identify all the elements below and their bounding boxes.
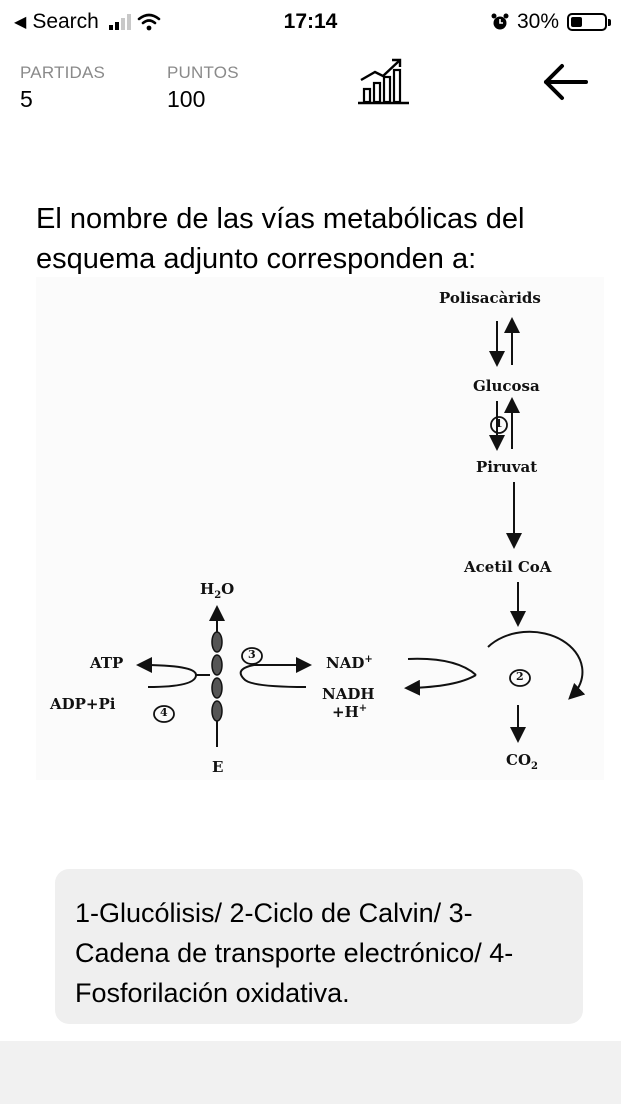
status-right: 30% [491, 10, 611, 34]
battery-percent: 30% [516, 10, 559, 33]
back-app-label[interactable]: Search [32, 10, 99, 33]
label-glucosa: Glucosa [473, 377, 540, 395]
partidas-label: PARTIDAS [20, 63, 106, 82]
label-nadh-h: +H+ [332, 703, 367, 721]
nadh-h-superscript: + [358, 703, 368, 714]
diagram-arrows [136, 317, 586, 747]
label-h2o: H2O [200, 580, 234, 601]
label-adp-pi: ADP+Pi [50, 695, 116, 713]
step-4-marker: 4 [160, 706, 168, 719]
back-triangle-icon[interactable]: ◀ [14, 14, 27, 31]
wifi-icon [137, 13, 161, 31]
step-2-marker: 2 [516, 670, 524, 683]
bar-chart-rising-icon[interactable] [355, 56, 411, 106]
arrow-left-icon[interactable] [540, 60, 590, 104]
status-bar: ◀ Search 17:14 30% [0, 0, 621, 46]
cellular-signal-icon [108, 14, 131, 30]
nad-superscript: + [364, 654, 373, 665]
label-nadh: NADH [322, 685, 375, 703]
metabolic-pathways-diagram: Polisacàrids Glucosa Piruvat Acetil CoA … [36, 277, 604, 780]
nadh-h-text: +H [332, 703, 359, 721]
status-time: 17:14 [283, 10, 338, 33]
step-3-marker: 3 [248, 648, 256, 661]
label-polisacarids: Polisacàrids [439, 289, 541, 307]
h2o-subscript: 2 [214, 590, 222, 601]
label-co2: CO2 [506, 751, 538, 772]
label-atp: ATP [90, 654, 124, 672]
answer-option[interactable]: 1-Glucólisis/ 2-Ciclo de Calvin/ 3-Caden… [55, 869, 583, 1024]
label-nad: NAD+ [326, 654, 373, 672]
question-text: El nombre de las vías metabólicas del es… [36, 203, 525, 275]
alarm-icon [491, 13, 509, 30]
label-acetil-coa: Acetil CoA [464, 558, 552, 576]
co2-text: CO [506, 751, 532, 769]
nad-text: NAD [326, 654, 365, 672]
status-left: ◀ Search [14, 10, 161, 34]
h2o-h: H [200, 580, 215, 598]
co2-subscript: 2 [531, 761, 538, 772]
puntos-label: PUNTOS [167, 63, 239, 82]
h2o-o: O [221, 580, 235, 598]
label-e: E [212, 758, 224, 776]
partidas-value: 5 [20, 86, 33, 112]
battery-icon [567, 13, 611, 31]
step-1-marker: 1 [495, 417, 503, 430]
bottom-area [0, 1041, 621, 1104]
label-piruvat: Piruvat [476, 458, 538, 476]
puntos-value: 100 [167, 86, 206, 112]
